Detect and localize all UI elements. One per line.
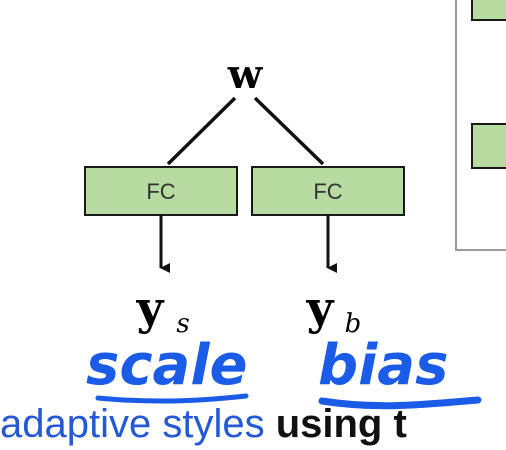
side-panel — [455, 0, 506, 251]
underline-scale — [95, 393, 249, 404]
output-yb-subscript: b — [345, 309, 362, 339]
caption-highlighted: adaptive styles — [0, 402, 265, 446]
side-panel-block-top — [471, 0, 506, 21]
edge-w-to-fc-right — [253, 96, 325, 166]
input-label-w: w — [227, 51, 264, 98]
side-panel-block-middle — [471, 123, 506, 169]
fc-label-right: FC — [313, 179, 342, 204]
fc-block-right: FC — [251, 166, 405, 216]
output-yb-base: y — [306, 281, 335, 335]
output-ys: y s — [136, 281, 190, 339]
annotation-scale: scale — [86, 333, 248, 398]
output-ys-subscript: s — [176, 309, 189, 339]
annotation-bias: bias — [318, 333, 448, 398]
caption-line: adaptive styles using t — [0, 398, 506, 450]
fc-block-left: FC — [84, 166, 238, 216]
input-edges — [166, 96, 325, 166]
underline-bias — [318, 396, 482, 410]
edge-w-to-fc-left — [166, 96, 237, 166]
output-ys-base: y — [136, 281, 165, 335]
caption-rest: using t — [264, 402, 407, 446]
output-yb: y b — [306, 281, 362, 339]
fc-label-left: FC — [146, 179, 175, 204]
